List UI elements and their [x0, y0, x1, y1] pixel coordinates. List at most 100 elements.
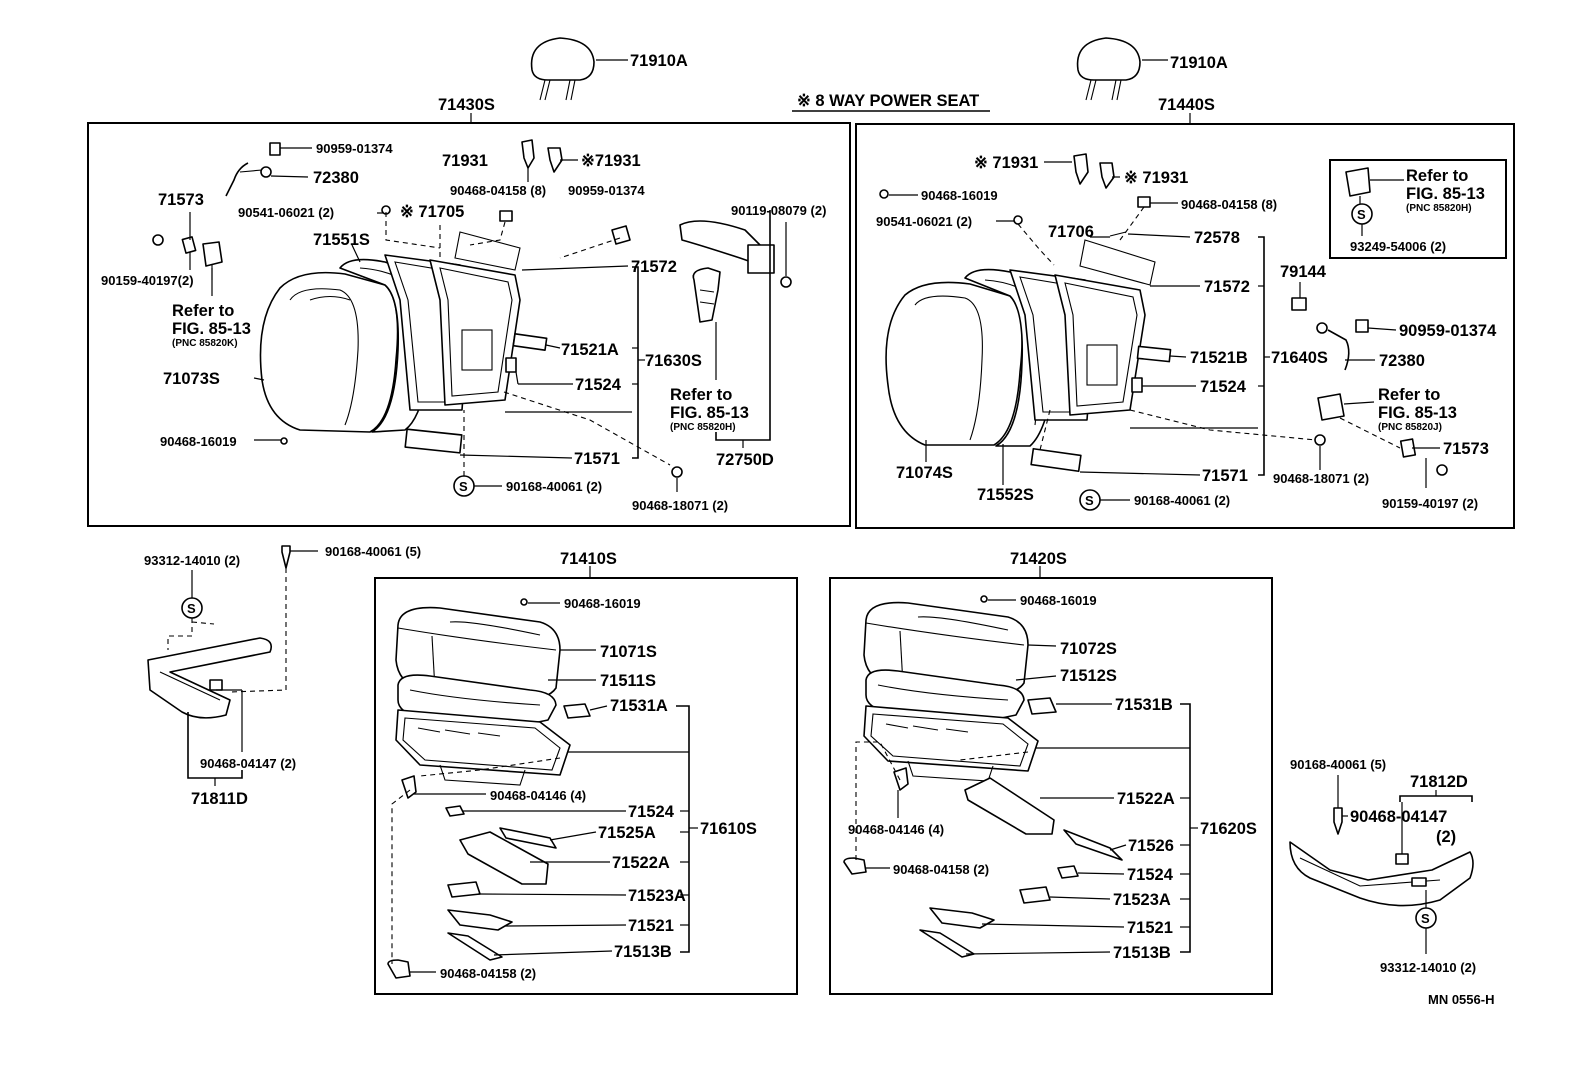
label-90959-01374-b: 90959-01374: [568, 183, 645, 198]
label-71531a: 71531A: [610, 697, 668, 715]
label-93312-14010: 93312-14010 (2): [1380, 960, 1476, 975]
label-71512s: 71512S: [1060, 667, 1117, 685]
label-71610s: 71610S: [700, 820, 757, 838]
clip-90468-04158-icon: [1137, 196, 1151, 208]
label-90468-04158: 90468-04158 (8): [450, 183, 546, 198]
clip-71524-icon: [505, 357, 517, 373]
label-71525a: 71525A: [598, 824, 656, 842]
label-71523a: 71523A: [628, 887, 686, 905]
clip-90468-icon: [499, 210, 513, 222]
ref-left-line1: Refer to: [172, 302, 234, 320]
ref-top-line1: Refer to: [1406, 167, 1468, 185]
label-71522a: 71522A: [612, 854, 670, 872]
headrest-icon: [1076, 37, 1141, 101]
label-90468-04147: 90468-04147 (2): [200, 756, 296, 771]
label-71524: 71524: [575, 376, 622, 394]
label-90468-qty: (2): [1436, 828, 1456, 846]
label-93249-54006: 93249-54006 (2): [1350, 239, 1446, 254]
label-90159-40197: 90159-40197(2): [101, 273, 194, 288]
label-90468-04158: 90468-04158 (8): [1181, 197, 1277, 212]
clip-90468-04158-icon: [843, 857, 867, 875]
assembly-71440s: 71440S: [1158, 96, 1215, 114]
side-shield-71811d-icon: [147, 637, 273, 719]
document-code: MN 0556-H: [1428, 992, 1494, 1007]
bolt-90168-icon: [1333, 807, 1343, 835]
pad-71571-icon: [404, 428, 463, 454]
left-shield-group: S 93312-14010 (2) 90168-40061 (5) 90468-…: [144, 544, 421, 808]
label-71620s: 71620S: [1200, 820, 1257, 838]
diagram-title: ※ 8 WAY POWER SEAT: [797, 92, 979, 110]
label-72578: 72578: [1194, 229, 1240, 247]
assembly-71410s: 71410S: [560, 550, 617, 568]
label-90541-06021: 90541-06021 (2): [238, 205, 334, 220]
bolt-90168-icon: [281, 545, 291, 569]
label-90468-16019: 90468-16019: [921, 188, 998, 203]
label-72380: 72380: [313, 169, 359, 187]
lower-right-panel: 71420S: [829, 550, 1273, 995]
bracket-71522a-icon: [459, 831, 549, 885]
pad-71531a-icon: [563, 703, 591, 719]
motor-icon-inset: [1345, 167, 1371, 197]
label-79144: 79144: [1280, 263, 1327, 281]
label-90468-04158: 90468-04158 (2): [440, 966, 536, 981]
ref-right-line3: (PNC 85820H): [670, 422, 736, 433]
bolt-90541-icon: [1013, 215, 1023, 225]
label-71523a: 71523A: [1113, 891, 1171, 909]
clip-71931-icon: [521, 139, 563, 173]
label-90468-18071: 90468-18071 (2): [1273, 471, 1369, 486]
seatback-frame-icon: [384, 231, 521, 411]
upper-right-box: [855, 123, 1515, 529]
label-72750d: 72750D: [716, 451, 774, 469]
label-71073s: 71073S: [163, 370, 220, 388]
label-71522a: 71522A: [1117, 790, 1175, 808]
label-90168-40061: 90168-40061 (5): [325, 544, 421, 559]
inset-box: [1329, 159, 1507, 259]
pad-71531b-icon: [1027, 697, 1057, 715]
label-71524: 71524: [1200, 378, 1247, 396]
label-90468-04146: 90468-04146 (4): [848, 822, 944, 837]
ref-mid-line1: Refer to: [1378, 386, 1440, 404]
label-71571: 71571: [574, 450, 620, 468]
label-71521a: 71521A: [561, 341, 619, 359]
ring-90468-16019-icon: [280, 437, 288, 445]
pad-71521-icon: [929, 907, 995, 929]
label-71573: 71573: [1443, 440, 1489, 458]
headrest-icon: [530, 37, 595, 101]
label-71931-a: ※ 71931: [974, 154, 1038, 172]
label-71511s: 71511S: [600, 672, 656, 690]
label-90168-40061: 90168-40061 (2): [506, 479, 602, 494]
svg-text:S: S: [1085, 493, 1094, 508]
lower-right-box: [829, 577, 1273, 995]
ref-left-line3: (PNC 85820K): [172, 338, 238, 349]
pad-71521-icon: [447, 909, 513, 931]
label-71521: 71521: [628, 917, 674, 935]
right-shield-group: S 90168-40061 (5) 71812D 90468-04147 (2)…: [1289, 757, 1476, 975]
label-90468-18071: 90468-18071 (2): [632, 498, 728, 513]
headrest-label: 71910A: [630, 52, 688, 70]
lower-left-box: [374, 577, 798, 995]
pad-71524-icon: [445, 805, 465, 817]
upper-left-box: [87, 122, 851, 527]
label-71572: 71572: [631, 258, 677, 276]
label-71531b: 71531B: [1115, 696, 1173, 714]
ring-90468-16019-icon: [879, 189, 889, 199]
assembly-71430s: 71430S: [438, 96, 495, 114]
clip-71524-icon: [1131, 377, 1143, 393]
label-90959-01374-a: 90959-01374: [316, 141, 393, 156]
label-90168-40061: 90168-40061 (2): [1134, 493, 1230, 508]
motor-icon-right: [1317, 393, 1448, 476]
label-71526: 71526: [1128, 837, 1174, 855]
clip-icon: [225, 142, 281, 197]
ring-90468-18071-icon: [671, 466, 683, 478]
label-90468-16019: 90468-16019: [160, 434, 237, 449]
label-90119-08079: 90119-08079 (2): [731, 203, 826, 218]
ring-90468-18071-icon: [1314, 434, 1326, 446]
pad-71523a-icon: [1019, 886, 1051, 904]
label-90468-16019: 90468-16019: [564, 596, 641, 611]
clip-90468-04146-icon: [401, 775, 417, 799]
motor-icon: [679, 220, 792, 323]
pin-72578-icon: [1109, 231, 1127, 237]
label-90168-40061: 90168-40061 (5): [1290, 757, 1386, 772]
label-71524: 71524: [628, 803, 675, 821]
ref-mid-line2: FIG. 85-13: [1378, 404, 1457, 422]
